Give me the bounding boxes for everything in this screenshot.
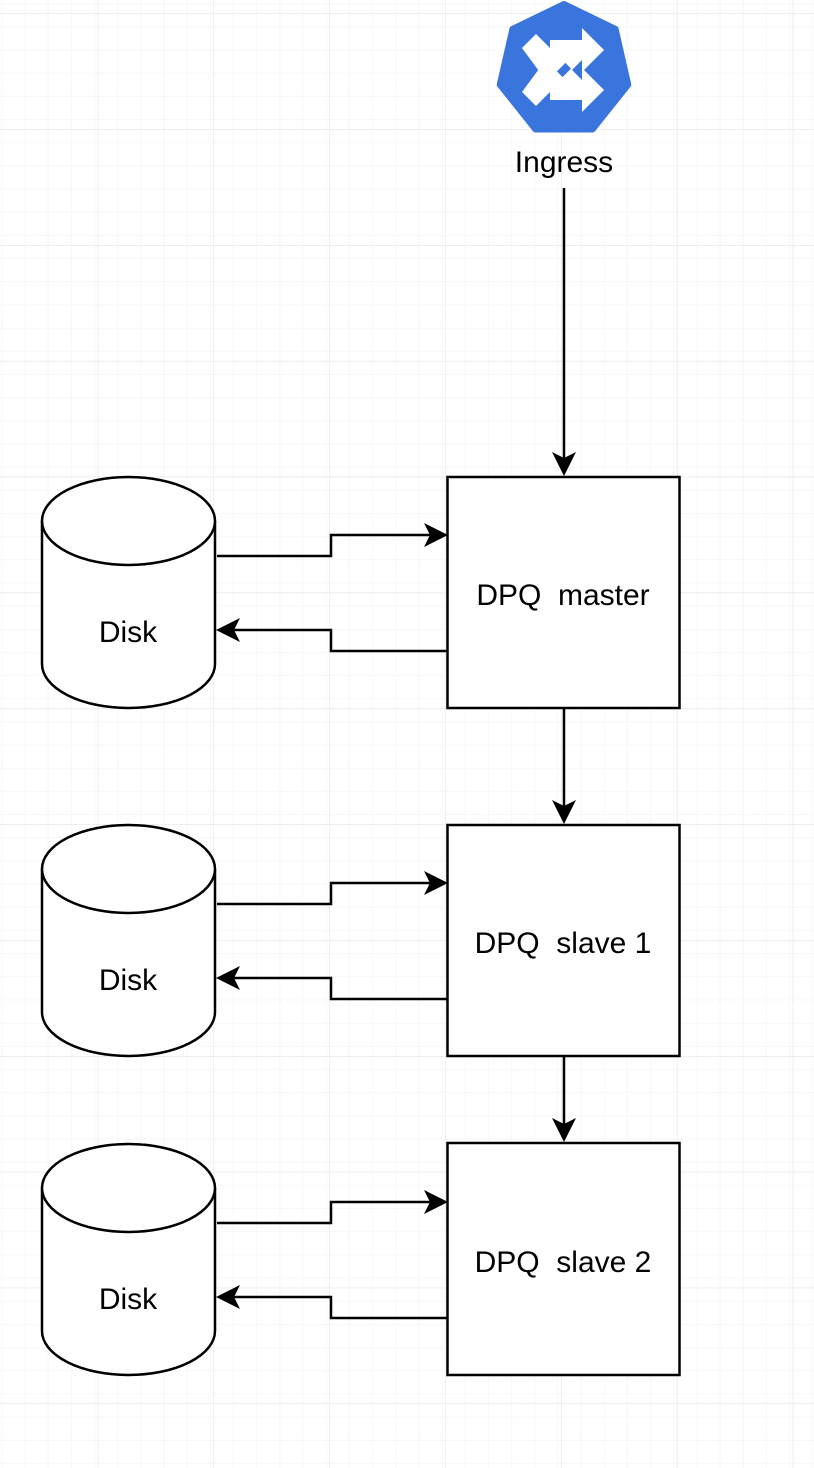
edge-disk2-to-slave1 [217, 871, 448, 906]
dpq-slave-1-label: DPQ slave 1 [475, 927, 652, 960]
dpq-master-label: DPQ master [476, 579, 649, 612]
disk-label: Disk [99, 1283, 158, 1316]
kubernetes-ingress-icon [496, 1, 632, 133]
edge-slave1-to-disk2 [216, 966, 447, 1001]
dpq-slave-2-node[interactable]: DPQ slave 2 [446, 1141, 681, 1377]
dpq-slave-1-node[interactable]: DPQ slave 1 [446, 823, 681, 1058]
edge-ingress-to-master [552, 188, 576, 476]
edge-disk1-to-master [217, 523, 448, 558]
dpq-master-node[interactable]: DPQ master [446, 475, 681, 710]
ingress-label: Ingress [515, 146, 613, 179]
disk-cylinder[interactable]: Disk [40, 823, 217, 1058]
disk-cylinder[interactable]: Disk [40, 1142, 217, 1377]
edge-master-to-disk1 [216, 618, 447, 653]
edge-slave2-to-disk3 [216, 1285, 447, 1320]
dpq-slave-2-label: DPQ slave 2 [475, 1246, 652, 1279]
edge-master-to-slave1 [552, 709, 576, 824]
disk-cylinder[interactable]: Disk [40, 475, 217, 710]
edge-disk3-to-slave2 [217, 1190, 448, 1225]
disk-label: Disk [99, 964, 158, 997]
edge-slave1-to-slave2 [552, 1057, 576, 1142]
disk-label: Disk [99, 616, 158, 649]
